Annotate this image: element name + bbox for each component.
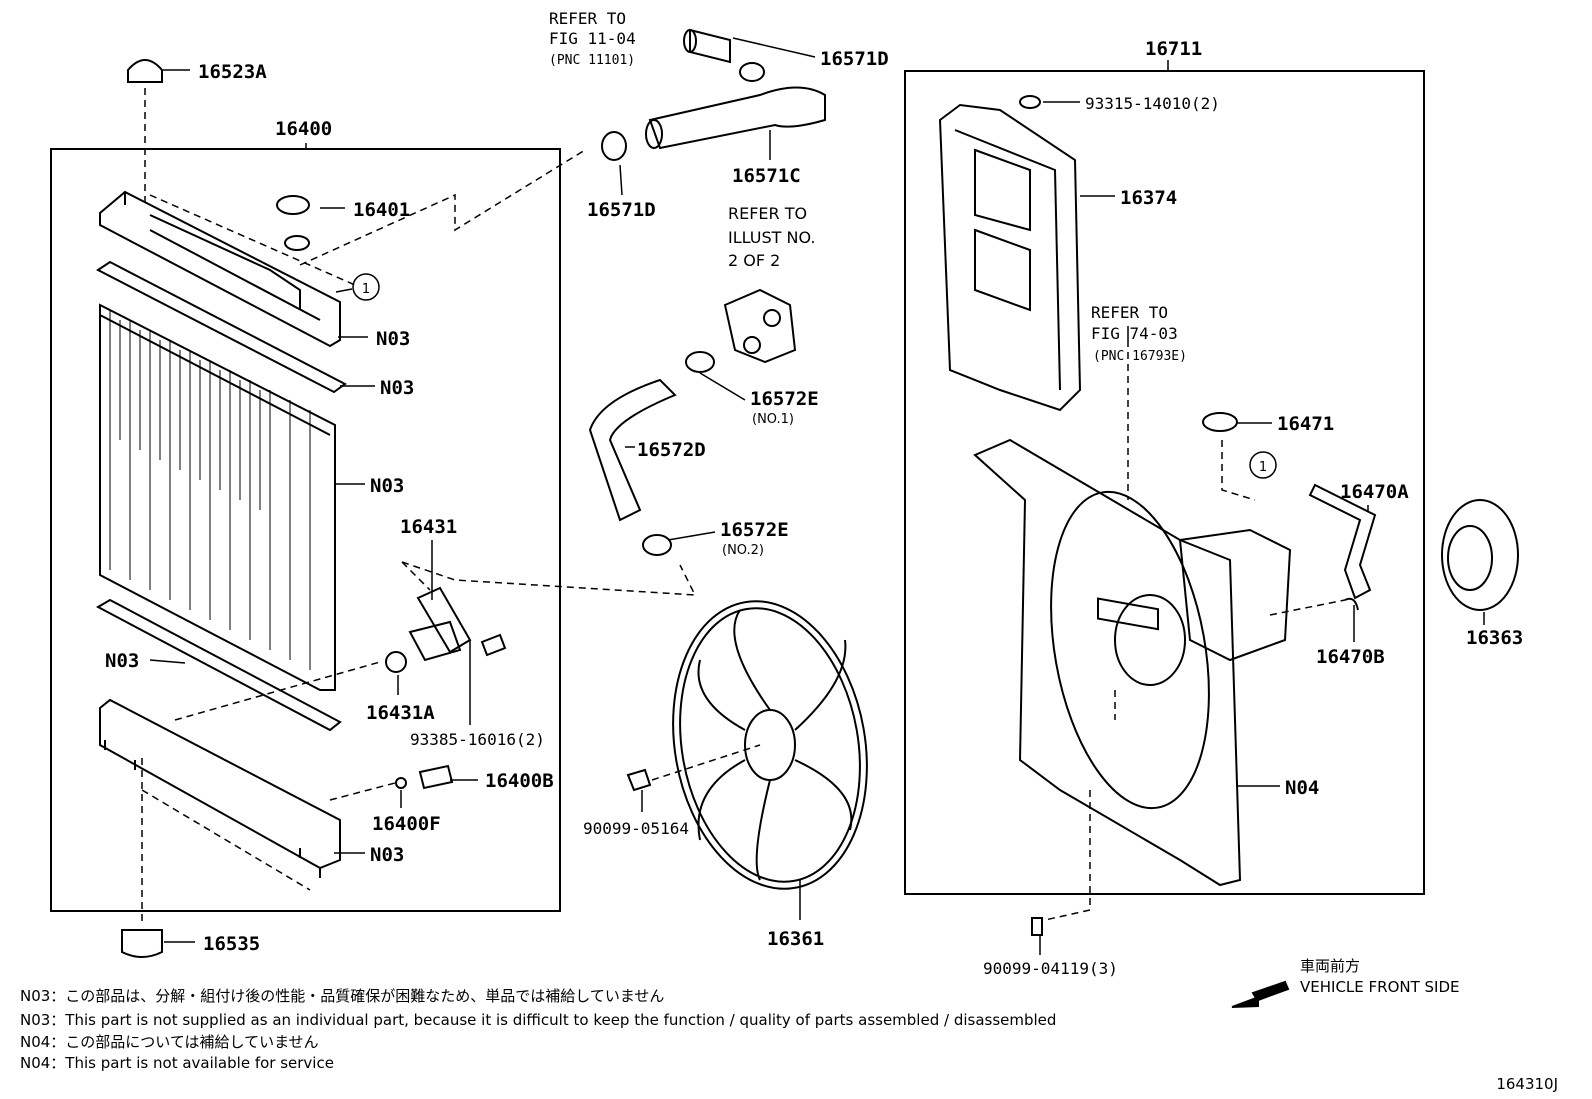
note-n04-en: N04：This part is not available for servi…: [20, 1054, 334, 1072]
label-n03-lower-tank: N03: [370, 844, 404, 866]
outlet-port-2: [743, 336, 761, 354]
label-16572E-no2: 16572E: [720, 519, 789, 541]
label-16572E-no2-sub: (NO.2): [722, 543, 764, 558]
illustration-id: 164310J: [1496, 1075, 1558, 1093]
water-outlet: [723, 288, 797, 364]
radiator-core: [99, 303, 336, 691]
bolt-90099-04119: [1031, 917, 1043, 936]
ref-illust-line3: 2 OF 2: [728, 251, 780, 270]
reserve-tank: [1178, 528, 1292, 662]
radiator-gasket-upper: [96, 260, 347, 394]
label-93315: 93315-14010(2): [1085, 94, 1220, 113]
radiator-lower-tank: [99, 698, 341, 878]
hose-16571-top: [683, 28, 731, 64]
radiator-gasket-lower: [95, 598, 342, 732]
label-90099-04119: 90099-04119(3): [983, 959, 1118, 978]
drain-plug-16400B: [418, 764, 454, 790]
inlet-hose-16571C: [645, 86, 826, 150]
fan-16361: [672, 600, 868, 890]
radiator-cap-16401: [276, 195, 310, 215]
vehicle-front-jp: 車両前方: [1300, 957, 1361, 975]
air-duct-16374: [938, 103, 1082, 412]
drain-plug-16523A: [127, 59, 163, 83]
radiator-upper-tank: [99, 190, 341, 348]
outlet-port: [763, 309, 781, 327]
label-16401: 16401: [353, 199, 410, 221]
ref-fig1104-line1: REFER TO: [549, 9, 626, 28]
label-16471: 16471: [1277, 413, 1334, 435]
clamp-16572E-no1: [685, 351, 715, 373]
label-n03-upper-tank: N03: [376, 328, 410, 350]
ref-circle-1-right-text: 1: [1259, 460, 1267, 475]
label-16535: 16535: [203, 933, 260, 955]
ref-fig7403-line2: FIG 74-03: [1091, 324, 1178, 343]
fan-motor-16363: [1441, 499, 1519, 611]
nut-90099-05164: [626, 768, 652, 792]
ref-circle-1-left: [352, 273, 380, 301]
grommet-16535: [121, 929, 163, 958]
label-16523A: 16523A: [198, 61, 267, 83]
label-16400B: 16400B: [485, 770, 554, 792]
label-16363: 16363: [1466, 627, 1523, 649]
ref-illust-line2: ILLUST NO.: [728, 228, 815, 247]
ref-illust-line1: REFER TO: [728, 204, 807, 223]
note-n03-jp: N03：この部品は、分解・組付け後の性能・品質確保が困難なため、単品では補給して…: [20, 987, 665, 1005]
tank-cap-16471: [1202, 412, 1238, 432]
clamp-16571D-top: [739, 62, 765, 82]
note-n03-en: N03：This part is not supplied as an indi…: [20, 1011, 1057, 1029]
ref-fig1104-line3: (PNC 11101): [549, 53, 635, 68]
label-n03-gasket-upper: N03: [380, 377, 414, 399]
ref-circle-1-left-text: 1: [362, 282, 370, 297]
label-16572D: 16572D: [637, 439, 706, 461]
bolt-93315: [1019, 95, 1041, 109]
label-16571D-top: 16571D: [820, 48, 889, 70]
note-n04-jp: N04：この部品については補給していません: [20, 1033, 319, 1051]
label-16431: 16431: [400, 516, 457, 538]
label-16793E: [1097, 597, 1159, 631]
label-90099-05164: 90099-05164: [583, 819, 689, 838]
label-16572E-no1-sub: (NO.1): [752, 412, 794, 427]
label-16571C: 16571C: [732, 165, 801, 187]
label-16711: 16711: [1145, 38, 1202, 60]
ref-fig7403-line1: REFER TO: [1091, 303, 1168, 322]
ref-fig1104-line2: FIG 11-04: [549, 29, 636, 48]
ref-fig7403-line3: (PNC 16793E): [1093, 349, 1187, 364]
label-16400: 16400: [275, 118, 332, 140]
o-ring-16431A: [385, 651, 407, 673]
label-16470B: 16470B: [1316, 646, 1385, 668]
outlet-hose-16572D: [588, 378, 677, 522]
shroud-fan-ring: [1050, 490, 1210, 810]
label-93385: 93385-16016(2): [410, 730, 545, 749]
shroud-fan-hub: [1114, 594, 1186, 686]
clamp-16571D-left: [601, 131, 627, 161]
ref-circle-1-right: [1249, 451, 1277, 479]
vehicle-front-en: VEHICLE FRONT SIDE: [1300, 978, 1460, 996]
drain-cock-16431: [408, 586, 472, 662]
label-n03-core: N03: [370, 475, 404, 497]
label-16400F: 16400F: [372, 813, 441, 835]
label-16374: 16374: [1120, 187, 1177, 209]
clip-16470B: [1344, 597, 1359, 611]
label-16361: 16361: [767, 928, 824, 950]
assembly-box-16711: [904, 70, 1425, 895]
bolt-93385: [480, 633, 507, 657]
tank-hose-16470A: [1308, 483, 1377, 600]
gasket-16400F: [395, 777, 407, 789]
clamp-16572E-no2: [642, 534, 672, 556]
label-16572E-no1: 16572E: [750, 388, 819, 410]
vehicle-front-arrow: [1231, 980, 1290, 1008]
label-16470A: 16470A: [1340, 481, 1409, 503]
label-16571D-left: 16571D: [587, 199, 656, 221]
label-n04: N04: [1285, 777, 1319, 799]
label-16431A: 16431A: [366, 702, 435, 724]
shroud-N04: [973, 438, 1242, 887]
label-n03-gasket-lower: N03: [105, 650, 139, 672]
